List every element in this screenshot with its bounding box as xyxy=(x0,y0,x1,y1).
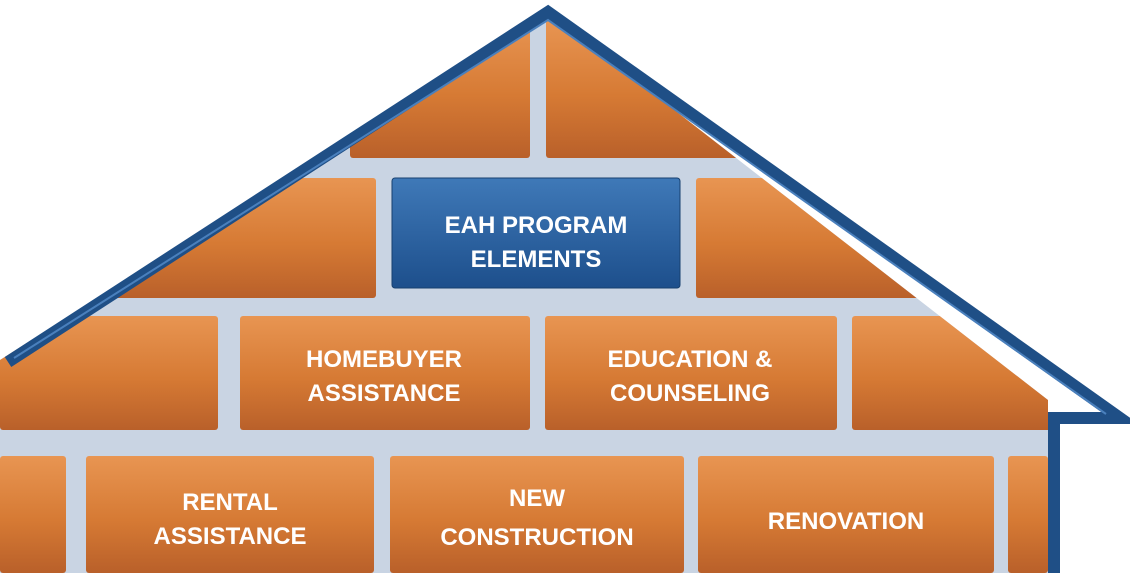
block-label-line2: CONSTRUCTION xyxy=(440,524,633,551)
brick xyxy=(240,316,530,430)
block-homebuyer: HOMEBUYER ASSISTANCE xyxy=(240,316,530,430)
block-top: EAH PROGRAM ELEMENTS xyxy=(391,177,681,289)
block-education: EDUCATION & COUNSELING xyxy=(545,316,837,430)
brick xyxy=(1008,456,1048,573)
block-label-line1: HOMEBUYER xyxy=(306,346,462,373)
block-label-line1: EDUCATION & xyxy=(608,346,773,373)
block-label-line2: ASSISTANCE xyxy=(154,523,307,550)
block-renovation: RENOVATION xyxy=(698,456,994,573)
brick xyxy=(0,316,218,430)
brick xyxy=(0,456,66,573)
roof-outline xyxy=(4,4,1130,573)
block-rental: RENTAL ASSISTANCE xyxy=(86,456,374,573)
block-label-line2: ELEMENTS xyxy=(471,246,602,273)
block-label-line1: NEW xyxy=(509,485,565,512)
block-label-line2: COUNSELING xyxy=(610,380,770,407)
block-label-line2: ASSISTANCE xyxy=(308,380,461,407)
roof-highlight xyxy=(13,18,1107,415)
block-label-line1: EAH PROGRAM xyxy=(445,212,628,239)
brick xyxy=(698,456,994,573)
block-label-line1: RENOVATION xyxy=(768,508,924,535)
brick xyxy=(852,316,1048,430)
block-label-line1: RENTAL xyxy=(182,489,278,516)
highlight-block xyxy=(391,177,681,289)
block-new-construction: NEW CONSTRUCTION xyxy=(390,456,684,573)
brick xyxy=(60,178,376,298)
brick xyxy=(86,456,374,573)
brick xyxy=(545,316,837,430)
brick xyxy=(390,456,684,573)
